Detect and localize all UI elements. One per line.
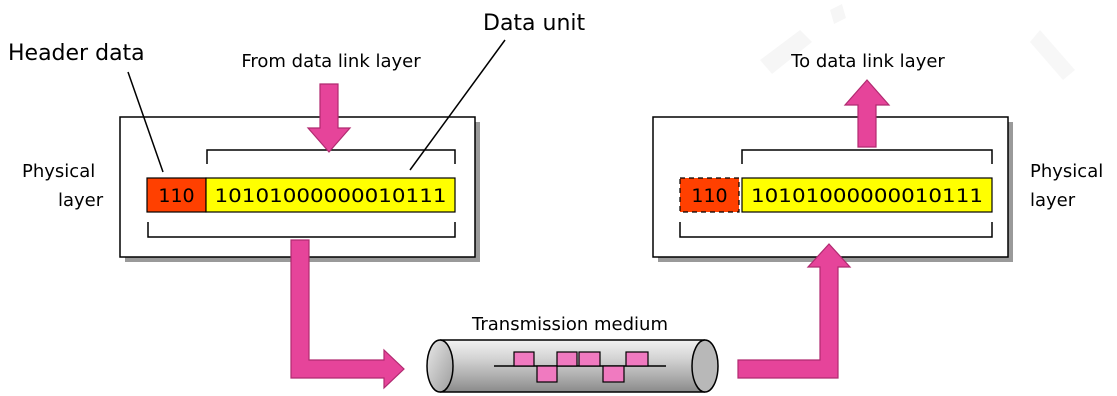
from-data-link-label: From data link layer <box>241 51 421 72</box>
data-unit-label: Data unit <box>483 11 586 36</box>
receiver-header-field <box>679 177 740 213</box>
data-unit-pointer <box>409 39 506 171</box>
transmission-medium-label: Transmission medium <box>471 314 668 335</box>
digital-signal-waveform <box>494 351 666 383</box>
physical-layer-right-line2: layer <box>1030 190 1076 211</box>
sender-data-field <box>205 177 456 213</box>
to-data-link-arrow <box>843 79 891 148</box>
sender-frame-bracket <box>147 222 456 238</box>
sender-header-bits: 110 <box>158 185 194 207</box>
physical-layer-right-line1: Physical <box>1030 161 1103 182</box>
from-data-link-arrow <box>306 83 352 153</box>
receiver-data-bracket <box>741 149 993 164</box>
medium-to-receiver-arrow <box>737 243 852 379</box>
sender-to-medium-arrow <box>290 239 405 390</box>
receiver-header-bits: 110 <box>691 185 727 207</box>
header-data-pointer <box>127 71 164 173</box>
physical-layer-left-line2: layer <box>58 190 104 211</box>
sender-data-bits: 10101000000010111 <box>215 185 447 207</box>
header-data-label: Header data <box>8 41 145 66</box>
receiver-data-field <box>741 177 993 213</box>
receiver-frame-bracket <box>679 222 993 238</box>
watermark <box>760 4 1075 80</box>
physical-layer-left-line1: Physical <box>22 161 95 182</box>
receiver-data-bits: 10101000000010111 <box>751 185 983 207</box>
to-data-link-label: To data link layer <box>790 51 945 72</box>
